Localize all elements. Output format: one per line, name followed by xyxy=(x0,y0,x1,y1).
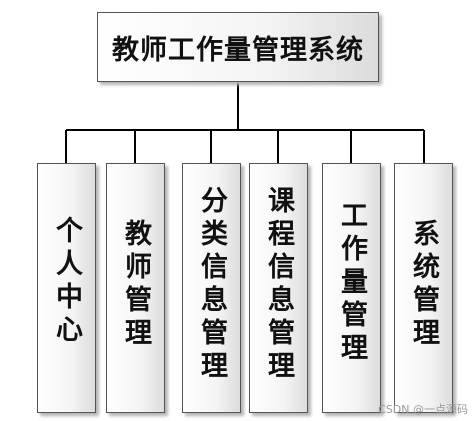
child-node-system-management: 系统管理 xyxy=(394,163,453,413)
root-node-label: 教师工作量管理系统 xyxy=(112,34,364,66)
child-node-course-info-management: 课程信息管理 xyxy=(249,163,308,413)
child-node-category-info-management: 分类信息管理 xyxy=(182,163,241,413)
child-node-label: 教师管理 xyxy=(120,219,151,351)
child-node-personal-center: 个人中心 xyxy=(37,163,96,413)
child-node-teacher-management: 教师管理 xyxy=(106,163,165,413)
child-node-label: 分类信息管理 xyxy=(196,186,227,384)
watermark-text: CSDN @一点源码 xyxy=(378,403,468,416)
child-node-label: 课程信息管理 xyxy=(263,186,294,384)
child-node-label: 工作量管理 xyxy=(336,201,367,366)
child-node-label: 个人中心 xyxy=(51,216,82,348)
child-node-label: 系统管理 xyxy=(408,219,439,351)
child-node-workload-management: 工作量管理 xyxy=(322,163,381,413)
root-node: 教师工作量管理系统 xyxy=(97,12,379,82)
